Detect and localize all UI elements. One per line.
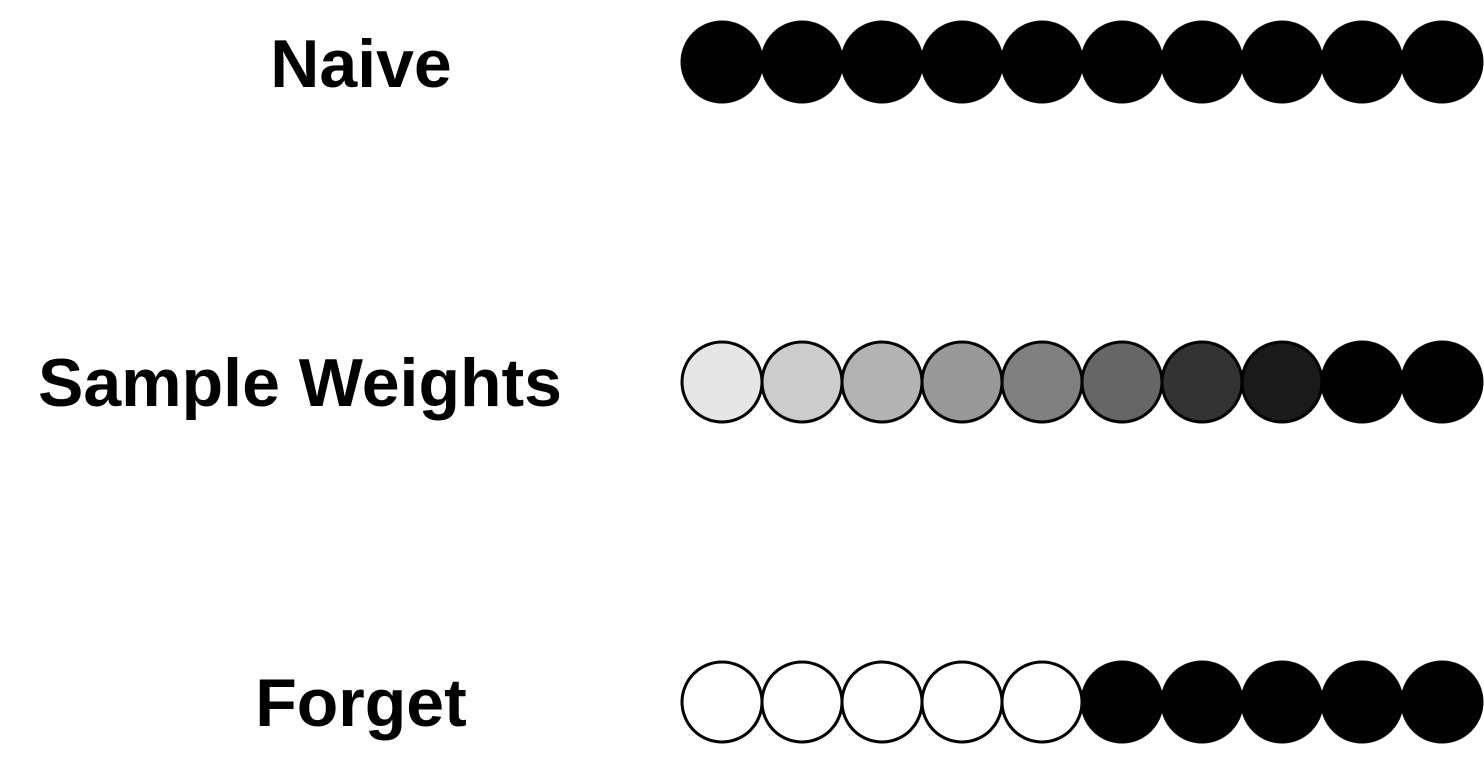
naive-circle-8 — [1240, 20, 1324, 104]
forget-circle-5 — [1000, 660, 1084, 744]
naive-circle-3 — [840, 20, 924, 104]
sample-weights-circle-5 — [1000, 340, 1084, 424]
forget-circle-4 — [920, 660, 1004, 744]
naive-circle-2 — [760, 20, 844, 104]
forget-circle-10 — [1400, 660, 1484, 744]
naive-circle-9 — [1320, 20, 1404, 104]
naive-circle-4 — [920, 20, 1004, 104]
naive-circle-6 — [1080, 20, 1164, 104]
circle-row-sample-weights — [680, 340, 1484, 424]
naive-circle-7 — [1160, 20, 1244, 104]
sample-weights-circle-4 — [920, 340, 1004, 424]
sample-weights-circle-7 — [1160, 340, 1244, 424]
circle-row-forget — [680, 660, 1484, 744]
forget-circle-2 — [760, 660, 844, 744]
naive-circle-1 — [680, 20, 764, 104]
forget-circle-8 — [1240, 660, 1324, 744]
row-label-naive: Naive — [270, 26, 452, 102]
sample-weights-circle-1 — [680, 340, 764, 424]
row-label-sample-weights: Sample Weights — [38, 345, 562, 421]
sample-weights-circle-9 — [1320, 340, 1404, 424]
sample-weights-circle-10 — [1400, 340, 1484, 424]
forget-circle-3 — [840, 660, 924, 744]
forget-circle-6 — [1080, 660, 1164, 744]
circle-row-naive — [680, 20, 1484, 104]
naive-circle-10 — [1400, 20, 1484, 104]
sample-weights-circle-6 — [1080, 340, 1164, 424]
naive-circle-5 — [1000, 20, 1084, 104]
sample-weights-circle-3 — [840, 340, 924, 424]
forget-circle-9 — [1320, 660, 1404, 744]
forget-circle-1 — [680, 660, 764, 744]
sample-weights-circle-2 — [760, 340, 844, 424]
sample-weights-circle-8 — [1240, 340, 1324, 424]
row-label-forget: Forget — [255, 665, 467, 741]
forget-circle-7 — [1160, 660, 1244, 744]
